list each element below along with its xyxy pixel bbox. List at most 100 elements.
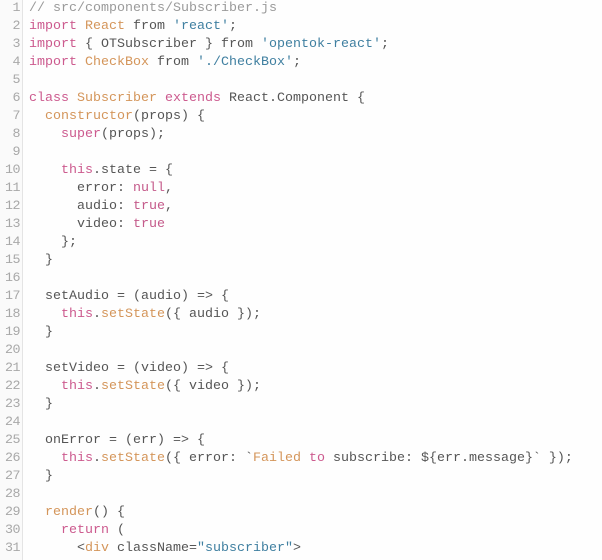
line-code: error: null,: [29, 180, 173, 198]
code-token: super: [61, 127, 101, 142]
code-line[interactable]: 26 this.setState({ error: `Failed to sub…: [0, 450, 602, 468]
code-line[interactable]: 12 audio: true,: [0, 198, 602, 216]
code-token: React.Component {: [220, 91, 365, 106]
line-number: 19: [5, 325, 21, 340]
line-code: constructor(props) {: [29, 108, 205, 126]
line-code: // src/components/Subscriber.js: [29, 0, 277, 18]
code-line[interactable]: 24: [0, 414, 602, 432]
line-number: 29: [5, 505, 21, 520]
code-line[interactable]: 16: [0, 270, 602, 288]
code-token: }: [29, 253, 53, 268]
code-token: (props);: [101, 127, 165, 142]
code-token: CheckBox: [85, 55, 149, 70]
code-line[interactable]: 5: [0, 72, 602, 90]
code-line[interactable]: 1 // src/components/Subscriber.js: [0, 0, 602, 18]
code-token: setState: [101, 307, 165, 322]
line-number: 13: [5, 217, 21, 232]
code-token: (: [109, 523, 125, 538]
code-line[interactable]: 15 }: [0, 252, 602, 270]
code-token: true: [132, 199, 165, 214]
code-line[interactable]: 11 error: null,: [0, 180, 602, 198]
line-code: }: [29, 252, 53, 270]
line-number: 9: [12, 145, 21, 160]
line-code: video: true: [29, 216, 165, 234]
code-token: from: [149, 55, 197, 70]
code-token: ;: [380, 37, 389, 52]
code-line[interactable]: 27 }: [0, 468, 602, 486]
code-token: [29, 307, 61, 322]
line-code: audio: true,: [29, 198, 173, 216]
line-code: }: [29, 468, 53, 486]
code-token: [29, 127, 61, 142]
code-line[interactable]: 7 constructor(props) {: [0, 108, 602, 126]
line-code: this.setState({ video });: [29, 378, 261, 396]
code-line[interactable]: 14 };: [0, 234, 602, 252]
code-token: null: [132, 181, 165, 196]
code-line[interactable]: 10 this.state = {: [0, 162, 602, 180]
line-code: <div className="subscriber">: [29, 540, 301, 558]
line-code: this.state = {: [29, 162, 173, 180]
line-code: };: [29, 234, 77, 252]
line-number: 16: [5, 271, 21, 286]
line-number: 14: [5, 235, 21, 250]
code-token: [301, 451, 309, 466]
code-line[interactable]: 23 }: [0, 396, 602, 414]
code-token: .: [93, 307, 101, 322]
code-line[interactable]: 19 }: [0, 324, 602, 342]
code-token: from: [125, 19, 173, 34]
line-number: 25: [5, 433, 21, 448]
code-line[interactable]: 9: [0, 144, 602, 162]
code-line[interactable]: 13 video: true: [0, 216, 602, 234]
line-number: 24: [5, 415, 21, 430]
line-number: 8: [12, 127, 21, 142]
line-code: }: [29, 396, 53, 414]
line-code: this.setState({ error: `Failed to subscr…: [29, 450, 573, 468]
code-line[interactable]: 29 render() {: [0, 504, 602, 522]
code-token: import: [29, 19, 77, 34]
code-token: onError = (err) => {: [29, 433, 205, 448]
code-token: [29, 109, 45, 124]
code-token: };: [29, 235, 77, 250]
code-line[interactable]: 20: [0, 342, 602, 360]
code-line[interactable]: 30 return (: [0, 522, 602, 540]
line-number: 30: [5, 523, 21, 538]
code-token: // src/components/Subscriber.js: [29, 1, 277, 16]
code-token: video:: [29, 217, 133, 232]
code-token: extends: [164, 91, 221, 106]
line-number: 11: [5, 181, 21, 196]
line-code: import CheckBox from './CheckBox';: [29, 54, 301, 72]
code-line[interactable]: 22 this.setState({ video });: [0, 378, 602, 396]
code-token: return: [61, 523, 109, 538]
code-token: setVideo = (video) => {: [29, 361, 229, 376]
code-line[interactable]: 31 <div className="subscriber">: [0, 540, 602, 558]
line-code: import { OTSubscriber } from 'opentok-re…: [29, 36, 389, 54]
line-number: 21: [5, 361, 21, 376]
line-number: 1: [12, 1, 21, 16]
line-number: 20: [5, 343, 21, 358]
code-line[interactable]: 25 onError = (err) => {: [0, 432, 602, 450]
code-token: >: [292, 541, 301, 556]
code-token: className=: [109, 541, 197, 556]
code-token: ;: [292, 55, 301, 70]
code-line[interactable]: 21 setVideo = (video) => {: [0, 360, 602, 378]
code-token: to: [308, 451, 325, 466]
code-token: }: [29, 325, 53, 340]
code-token: './CheckBox': [197, 55, 293, 70]
code-line[interactable]: 8 super(props);: [0, 126, 602, 144]
code-line[interactable]: 18 this.setState({ audio });: [0, 306, 602, 324]
code-line[interactable]: 17 setAudio = (audio) => {: [0, 288, 602, 306]
line-code: super(props);: [29, 126, 165, 144]
line-number: 12: [5, 199, 21, 214]
code-token: ({ video });: [165, 379, 261, 394]
code-token: 'react': [173, 19, 229, 34]
code-line[interactable]: 28: [0, 486, 602, 504]
code-token: () {: [93, 505, 125, 520]
line-number: 7: [12, 109, 21, 124]
line-number: 22: [5, 379, 21, 394]
